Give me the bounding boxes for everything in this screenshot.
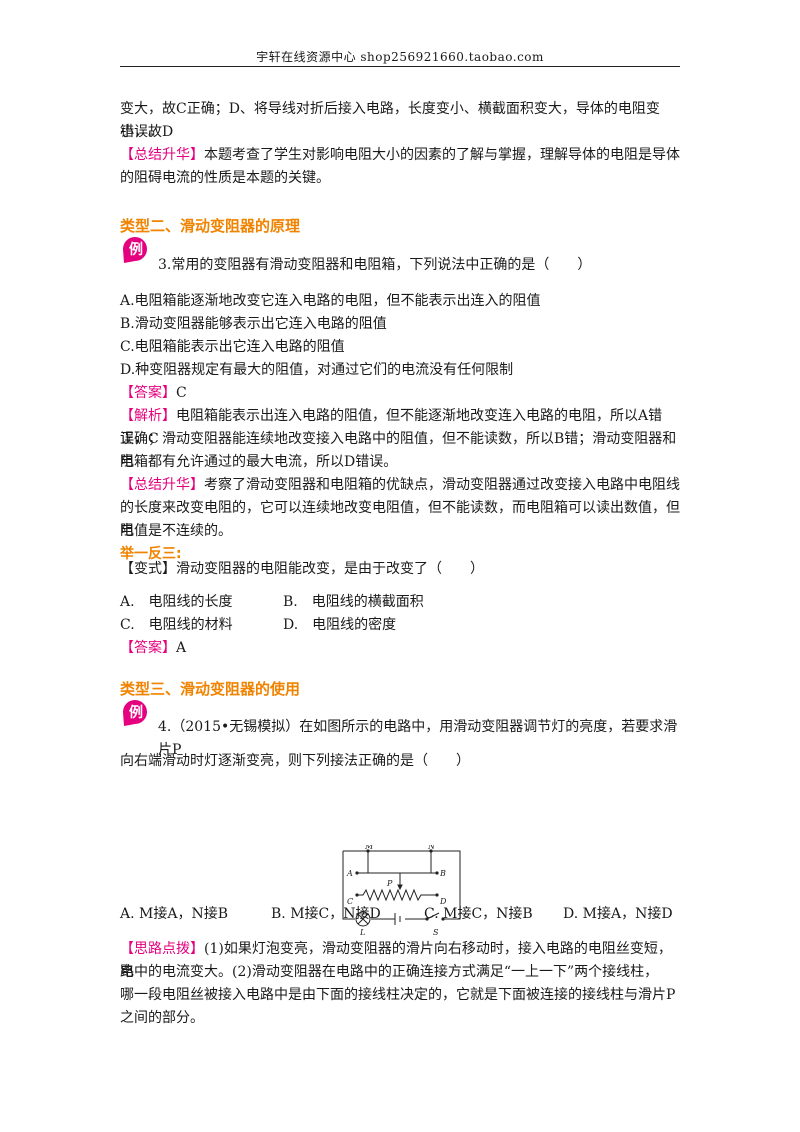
type3-heading: 类型三、滑动变阻器的使用 [120,680,301,698]
q3-option-d: D.种变阻器规定有最大的阻值，对通过它们的电流没有任何限制 [120,362,514,378]
intro-line-2: 错误。 [120,124,162,140]
question-4-line-1: 4.（2015•无锡模拟）在如图所示的电路中，用滑动变阻器调节灯的亮度，若要求滑… [158,719,678,758]
practice-heading: 举一反三: [120,546,182,562]
label-b: B [439,869,446,878]
example-badge-label: 例 [129,704,143,721]
label-d: D [439,897,447,906]
type2-heading: 类型二、滑动变阻器的原理 [120,217,301,235]
label-a: A [346,869,353,878]
answer-tag: 【答案】 [120,640,176,656]
variant-text: 滑动变阻器的电阻能改变，是由于改变了（ ） [176,561,484,577]
variant-answer: 【答案】A [120,637,680,660]
variant-option-b: B. 电阻线的横截面积 [283,594,424,610]
summary-text: 本题考查了学生对影响电阻大小的因素的了解与掌握，理解导体的电阻是导体 [204,147,680,163]
analysis-text: 电阻箱能表示出连入电路的阻值，但不能逐渐地改变连入电路的电阻，所以A错误，C [120,408,663,447]
label-m: M [364,845,374,851]
q3-summary-line-2: 的长度来改变电阻的，它可以连续地改变电阻值，但不能读数，而电阻箱可以读出数值，但… [120,500,680,539]
q4-hint-line-2: 路中的电流变大。(2)滑动变阻器在电路中的正确连接方式满足“一上一下”两个接线柱… [120,964,659,980]
example-badge-label: 例 [129,241,143,258]
q3-analysis-line-3: 阻箱都有允许通过的最大电流，所以D错误。 [120,454,398,470]
q3-analysis-line-1: 【解析】电阻箱能表示出连入电路的阻值，但不能逐渐地改变连入电路的电阻，所以A错误… [120,405,680,451]
hint-text: (1)如果灯泡变亮，滑动变阻器的滑片向右移动时，接入电路的电阻丝变短，电 [120,941,672,980]
summary-tag: 【总结升华】 [120,477,204,493]
q4-hint-line-4: 之间的部分。 [120,1010,204,1026]
summary-text: 考察了滑动变阻器和电阻箱的优缺点，滑动变阻器通过改变接入电路中电阻线 [204,477,680,493]
label-p: P [386,879,393,888]
variant-tag: 【变式】 [120,561,176,577]
q4-option-a: A. M接A，N接B [120,906,228,922]
hint-tag: 【思路点拨】 [120,941,204,957]
q3-summary-line-3: 阻值是不连续的。 [120,523,232,539]
intro-summary-line-2: 的阻碍电流的性质是本题的关键。 [120,170,330,186]
q4-option-d: D. M接A，N接D [563,906,673,922]
intro-summary-line-1: 【总结升华】本题考查了学生对影响电阻大小的因素的了解与掌握，理解导体的电阻是导体 [120,144,680,167]
q4-option-c: C. M接C，N接B [424,906,533,922]
variant-question: 【变式】滑动变阻器的电阻能改变，是由于改变了（ ） [120,558,680,581]
answer-tag: 【答案】 [120,385,176,401]
answer-value: A [176,640,187,656]
variant-option-c: C. 电阻线的材料 [120,617,233,633]
q3-analysis-line-2: 正确；滑动变阻器能连续地改变接入电路中的阻值，但不能读数，所以B错；滑动变阻器和… [120,431,677,470]
question-3: 3.常用的变阻器有滑动变阻器和电阻箱，下列说法中正确的是（ ） [158,257,592,273]
q3-option-b: B.滑动变阻器能够表示出它连入电路的阻值 [120,316,387,332]
question-4-line-2: 向右端滑动时灯逐渐变亮，则下列接法正确的是（ ） [120,753,470,769]
intro-line-1: 变大，故C正确；D、将导线对折后接入电路，长度变小、横截面积变大，导体的电阻变小… [120,101,660,140]
q3-summary-line-1: 【总结升华】考察了滑动变阻器和电阻箱的优缺点，滑动变阻器通过改变接入电路中电阻线 [120,474,680,497]
summary-tag: 【总结升华】 [120,147,204,163]
label-s: S [433,928,439,935]
variant-option-a: A. 电阻线的长度 [120,594,233,610]
label-n: N [427,845,436,851]
q3-option-a: A.电阻箱能逐渐地改变它连入电路的电阻，但不能表示出连入的阻值 [120,293,541,309]
example-badge: 例 [120,697,150,727]
circuit-diagram: M N A B P C D L S [335,845,465,935]
q4-hint-line-1: 【思路点拨】(1)如果灯泡变亮，滑动变阻器的滑片向右移动时，接入电路的电阻丝变短… [120,938,680,984]
label-c: C [347,897,353,906]
q3-answer: 【答案】C [120,382,680,405]
page-header: 宇轩在线资源中心 shop256921660.taobao.com [256,50,544,64]
analysis-tag: 【解析】 [120,408,176,424]
q3-option-c: C.电阻箱能表示出它连入电路的阻值 [120,339,345,355]
label-l: L [359,928,365,935]
answer-value: C [176,385,187,401]
header-rule [120,66,680,67]
example-badge: 例 [120,234,150,264]
q4-hint-line-3: 哪一段电阻丝被接入电路中是由下面的接线柱决定的，它就是下面被连接的接线柱与滑片P [120,987,676,1003]
q4-option-b: B. M接C，N接D [271,906,381,922]
variant-option-d: D. 电阻线的密度 [283,617,397,633]
